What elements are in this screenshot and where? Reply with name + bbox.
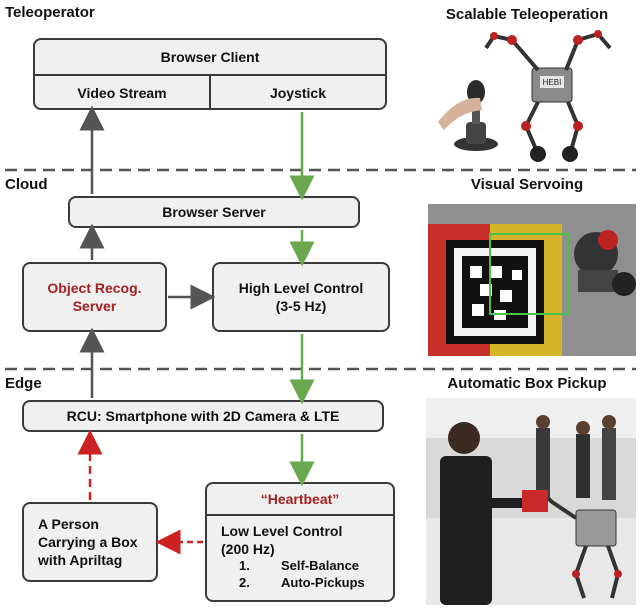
high-level-control-box: High Level Control (3-5 Hz) xyxy=(212,262,390,332)
browser-client-box: Browser Client Video Stream Joystick xyxy=(33,38,387,110)
object-recog-line1: Object Recog. xyxy=(47,279,142,296)
visual-servoing-title: Visual Servoing xyxy=(470,176,584,193)
rcu-box: RCU: Smartphone with 2D Camera & LTE xyxy=(22,400,384,432)
video-stream-cell: Video Stream xyxy=(35,76,211,110)
joystick-cell: Joystick xyxy=(269,84,327,101)
robot-label: HEBI xyxy=(543,78,562,87)
person-line2: Carrying a Box xyxy=(38,533,138,550)
box-pickup-illustration xyxy=(426,398,636,605)
edge-label: Edge xyxy=(5,375,42,392)
heartbeat-label: “Heartbeat” xyxy=(207,484,393,516)
low-level-item-2: 2. Auto-Pickups xyxy=(239,575,365,591)
robot-joystick-illustration: HEBI xyxy=(438,30,612,162)
visual-servoing-photo xyxy=(428,204,636,356)
high-level-line1: High Level Control xyxy=(238,279,364,296)
low-level-line2: (200 Hz) xyxy=(221,541,275,558)
low-level-item-1: 1. Self-Balance xyxy=(239,558,360,574)
person-box: A Person Carrying a Box with Apriltag xyxy=(22,502,158,582)
object-recog-line2: Server xyxy=(72,298,117,314)
high-level-line2: (3-5 Hz) xyxy=(275,298,327,314)
scalable-teleoperation-title: Scalable Teleoperation xyxy=(445,6,609,23)
low-level-line1: Low Level Control xyxy=(221,523,343,539)
automatic-box-pickup-photo xyxy=(426,398,636,605)
cloud-label: Cloud xyxy=(5,176,48,193)
browser-client-title: Browser Client xyxy=(35,40,385,76)
scalable-teleoperation-photo: HEBI xyxy=(428,26,636,164)
person-line3: with Apriltag xyxy=(38,552,123,569)
automatic-box-pickup-title: Automatic Box Pickup xyxy=(447,375,607,392)
teleoperator-label: Teleoperator xyxy=(5,4,95,21)
browser-server-box: Browser Server xyxy=(68,196,360,228)
apriltag-illustration xyxy=(428,204,636,356)
person-line1: A Person xyxy=(38,515,99,532)
